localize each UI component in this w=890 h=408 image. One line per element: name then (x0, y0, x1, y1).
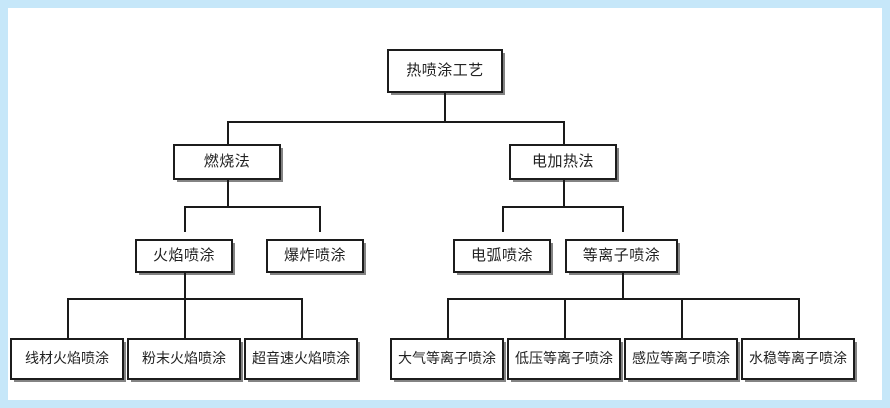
edge-plasma-down (622, 273, 624, 298)
edge-down-to-atmospheric-plasma (447, 298, 449, 338)
edge-down-to-waterstabilized-plasma (798, 298, 800, 338)
edge-down-to-induction-plasma (681, 298, 683, 338)
edge-bus-combustion-children (184, 206, 321, 208)
edge-root-down (444, 93, 446, 121)
node-label: 水稳等离子喷涂 (749, 350, 847, 367)
edge-flame-down (184, 273, 186, 298)
edge-down-to-flame-spray (184, 206, 186, 232)
node-plasma-spray[interactable]: 等离子喷涂 (565, 239, 678, 273)
node-induction-plasma-spray[interactable]: 感应等离子喷涂 (624, 338, 738, 380)
node-water-stabilized-plasma-spray[interactable]: 水稳等离子喷涂 (741, 338, 855, 380)
edge-bus-electric-children (502, 206, 624, 208)
node-label: 燃烧法 (203, 152, 251, 171)
node-label: 爆炸喷涂 (283, 246, 346, 265)
node-electric-heating-method[interactable]: 电加热法 (509, 144, 617, 180)
node-wire-flame-spray[interactable]: 线材火焰喷涂 (10, 338, 124, 380)
node-combustion-method[interactable]: 燃烧法 (173, 144, 281, 180)
diagram-canvas: 热喷涂工艺 燃烧法 电加热法 火焰喷涂 爆炸喷涂 电弧喷涂 等离子喷涂 线材火焰… (8, 8, 882, 400)
edge-bus-plasma-children (447, 298, 798, 300)
node-arc-spray[interactable]: 电弧喷涂 (453, 239, 551, 273)
node-label: 火焰喷涂 (152, 246, 215, 265)
edge-down-to-electric (563, 121, 565, 144)
node-label: 感应等离子喷涂 (632, 350, 730, 367)
node-label: 大气等离子喷涂 (398, 350, 496, 367)
node-label: 电加热法 (531, 152, 594, 171)
edge-down-to-lowpressure-plasma (564, 298, 566, 338)
node-powder-flame-spray[interactable]: 粉末火焰喷涂 (127, 338, 241, 380)
edge-combustion-down (227, 180, 229, 206)
node-label: 电弧喷涂 (470, 246, 533, 265)
node-low-pressure-plasma-spray[interactable]: 低压等离子喷涂 (507, 338, 621, 380)
node-label: 热喷涂工艺 (406, 61, 484, 80)
edge-down-to-wire-flame (67, 298, 69, 338)
node-hvof-flame-spray[interactable]: 超音速火焰喷涂 (244, 338, 358, 380)
node-atmospheric-plasma-spray[interactable]: 大气等离子喷涂 (390, 338, 504, 380)
node-label: 超音速火焰喷涂 (252, 350, 350, 367)
edge-down-to-combustion (227, 121, 229, 144)
node-label: 等离子喷涂 (582, 246, 661, 265)
edge-bus-level1 (227, 121, 565, 123)
node-flame-spray[interactable]: 火焰喷涂 (135, 239, 233, 273)
edge-electric-down (563, 180, 565, 206)
edge-down-to-arc-spray (502, 206, 504, 232)
node-label: 粉末火焰喷涂 (142, 350, 226, 367)
edge-down-to-plasma-spray (622, 206, 624, 232)
node-root-thermal-spray[interactable]: 热喷涂工艺 (387, 49, 503, 93)
node-detonation-spray[interactable]: 爆炸喷涂 (266, 239, 364, 273)
edge-down-to-detonation-spray (319, 206, 321, 232)
node-label: 线材火焰喷涂 (25, 350, 109, 367)
edge-down-to-hvof-flame (301, 298, 303, 338)
node-label: 低压等离子喷涂 (515, 350, 613, 367)
edge-down-to-powder-flame (184, 298, 186, 338)
